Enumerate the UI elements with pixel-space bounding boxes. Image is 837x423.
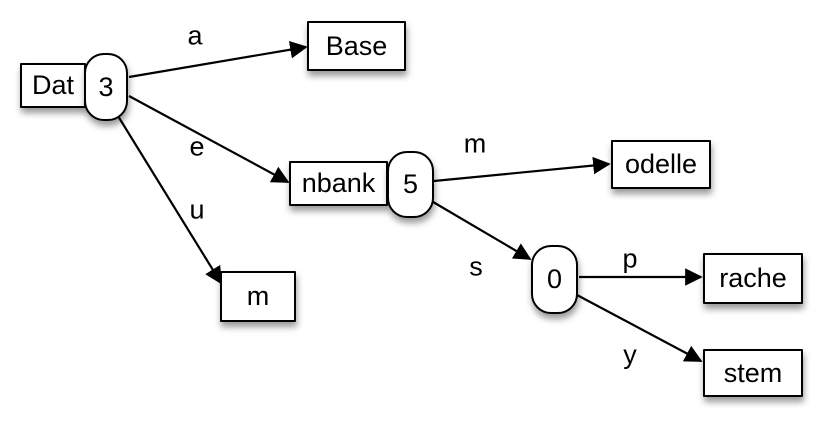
node-rache-box: rache: [703, 253, 803, 304]
edge-nbank-zero: [427, 198, 532, 260]
node-nbank-box: nbank: [289, 161, 388, 206]
node-zero-oval: 0: [531, 245, 578, 314]
edge-label-e: e: [189, 131, 205, 162]
edge-root-base: [128, 40, 308, 79]
node-dat-label: Dat: [31, 70, 75, 100]
node-stem-label: stem: [723, 357, 783, 388]
node-m-box: m: [220, 271, 296, 322]
edge-nbank-odelle: [433, 156, 611, 183]
node-rache-label: rache: [719, 263, 787, 293]
node-dat-box: Dat: [20, 63, 86, 108]
edge-root-nbank: [128, 95, 290, 183]
node-m-label: m: [246, 281, 270, 311]
edge-label-u: u: [189, 194, 205, 225]
edge-label-y: y: [623, 339, 637, 370]
node-nbank-label: nbank: [301, 168, 376, 198]
node-dat-count-oval: 3: [84, 53, 128, 121]
node-odelle-label: odelle: [624, 149, 698, 179]
node-nbank-count-oval: 5: [387, 151, 434, 218]
node-base-label: Base: [325, 30, 388, 61]
node-stem-box: stem: [703, 349, 803, 397]
node-nbank-count: 5: [402, 169, 419, 199]
edge-label-p: p: [622, 243, 638, 274]
edge-label-a: a: [187, 20, 203, 51]
node-dat-count: 3: [98, 71, 114, 102]
edge-label-m: m: [463, 128, 487, 159]
edge-zero-stem: [576, 294, 703, 362]
edge-label-s: s: [469, 251, 483, 282]
edge-root-m: [117, 115, 222, 285]
node-odelle-box: odelle: [611, 140, 711, 189]
node-zero-count: 0: [546, 264, 563, 294]
node-base-box: Base: [307, 21, 406, 71]
